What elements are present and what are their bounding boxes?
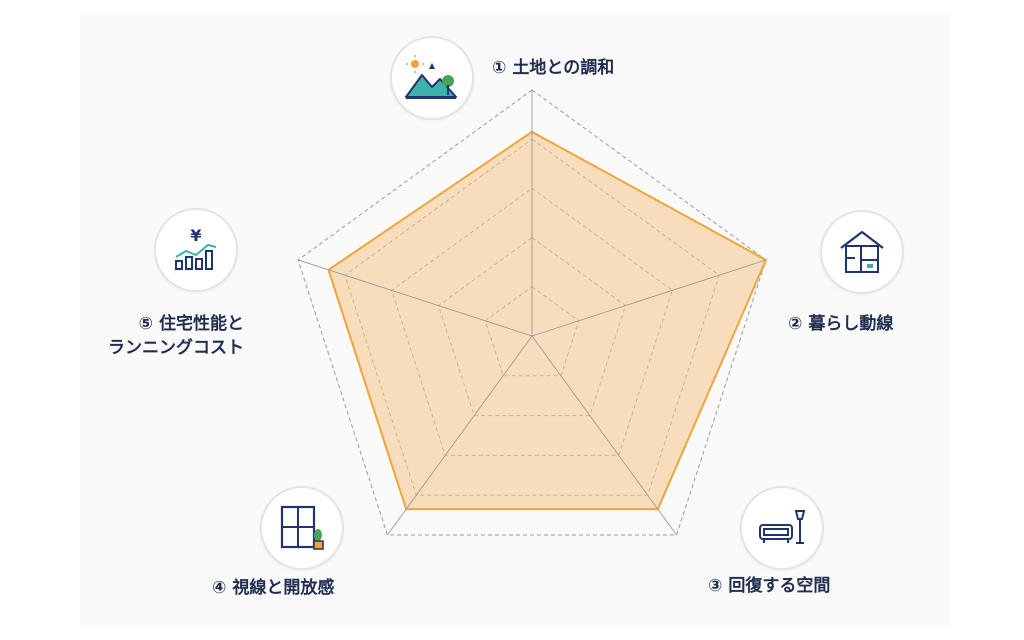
- svg-text:¥: ¥: [190, 226, 201, 245]
- axis-spoke-3: [531, 335, 677, 536]
- window-plant-icon: [280, 505, 324, 550]
- axis-4-icon-circle: [260, 486, 344, 570]
- axis-5-icon-circle: ¥: [154, 208, 238, 292]
- axis-1-icon-circle: [390, 36, 474, 120]
- axis-2-icon-circle: [820, 210, 904, 294]
- axis-spoke-5: [297, 259, 533, 337]
- mountain-landscape-icon: [405, 55, 457, 99]
- house-floorplan-icon: [840, 230, 884, 273]
- grid-level-5: [297, 89, 767, 536]
- sofa-lamp-icon: [759, 510, 806, 544]
- series-polygon: [327, 130, 768, 511]
- axis-3-icon-circle: [740, 486, 824, 570]
- radar-series: [297, 90, 768, 536]
- axis-spoke-4: [387, 335, 533, 536]
- yen-bar-chart-icon: ¥: [175, 226, 217, 270]
- axis-spoke-2: [531, 259, 767, 337]
